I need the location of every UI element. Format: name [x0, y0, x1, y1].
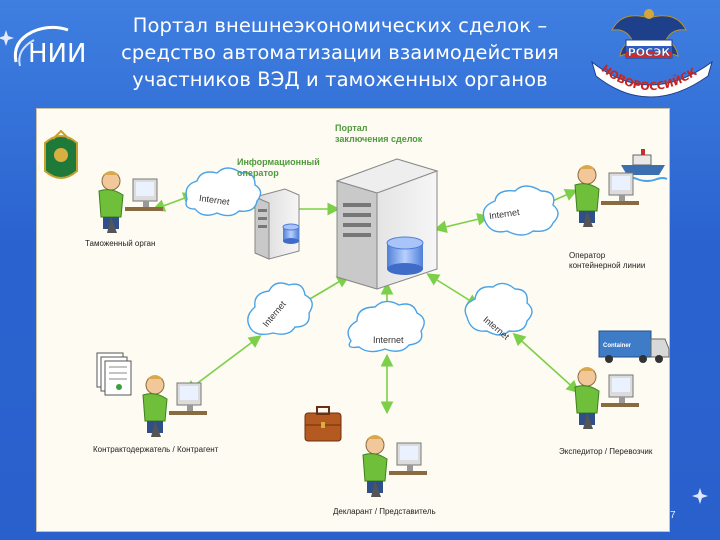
arrow-portal-right-lower-cloud — [426, 273, 480, 307]
truck-icon: Container — [598, 330, 670, 363]
nii-logo-text: НИИ — [28, 39, 86, 69]
arrow-portal-right-cloud — [433, 213, 491, 233]
operator-label-line-2: оператор — [237, 168, 279, 178]
person-contract-holder-icon — [142, 375, 207, 437]
diagram-panel: Container — [36, 108, 670, 532]
cloud-bottom-label: Internet — [373, 335, 404, 345]
truck-text: Container — [603, 343, 632, 349]
rosek-emblem: РОСЭК НОВОРОССИЙСК — [582, 4, 716, 104]
briefcase-icon — [304, 406, 342, 442]
person-forwarder-icon — [574, 367, 639, 429]
title-line-1: Портал внешнеэкономических сделок – — [132, 14, 548, 37]
person-declarant-icon — [362, 435, 427, 497]
emblem-top-text: РОСЭК — [628, 46, 671, 59]
portal-label-line-1: Портал — [335, 123, 368, 133]
operator-server-icon — [254, 188, 300, 260]
line-operator-label-1: Оператор — [569, 251, 606, 260]
slide-title: Портал внешнеэкономических сделок – сред… — [110, 12, 570, 93]
cloud-top-left — [185, 167, 262, 217]
person-line-operator-icon — [574, 165, 639, 227]
documents-icon — [96, 352, 132, 396]
arrow-left-cloud-contract — [184, 335, 262, 393]
title-line-2: средство автоматизации взаимодействия — [121, 41, 559, 64]
arrow-right-lower-cloud-forwarder — [512, 332, 580, 394]
diagram-graphics: Container — [44, 129, 670, 497]
portal-server-icon — [335, 158, 439, 290]
nii-logo: НИИ — [10, 22, 102, 74]
page-number: 7 — [670, 510, 676, 521]
operator-label-line-1: Информационный — [237, 157, 320, 167]
customs-emblem-icon — [44, 129, 78, 179]
portal-label-line-2: заключения сделок — [335, 134, 423, 144]
person-customs-icon — [98, 171, 163, 233]
customs-label: Таможенный орган — [85, 239, 156, 248]
cloud-right — [482, 185, 559, 236]
declarant-label: Декларант / Представитель — [333, 507, 436, 516]
contract-holder-label: Контрактодержатель / Контрагент — [93, 445, 219, 454]
cloud-bottom — [347, 300, 425, 353]
forwarder-label: Экспедитор / Перевозчик — [559, 447, 653, 456]
cloud-left — [247, 282, 313, 336]
line-operator-label-2: контейнерной линии — [569, 261, 646, 270]
cloud-right-lower — [464, 282, 533, 336]
title-line-3: участников ВЭД и таможенных органов — [132, 68, 548, 91]
